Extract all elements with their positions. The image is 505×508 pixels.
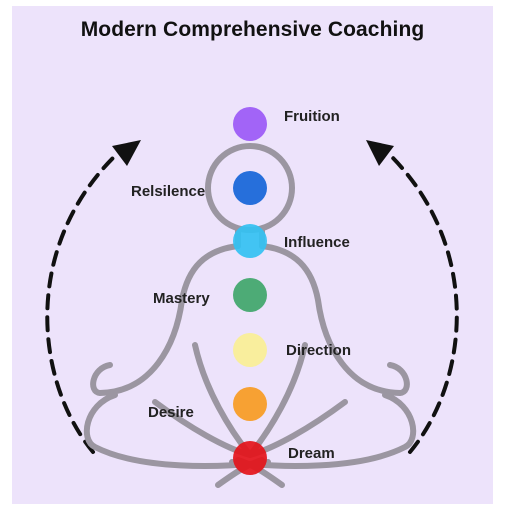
stage-label-fruition: Fruition xyxy=(284,108,340,125)
chakra-dot-mastery xyxy=(233,278,267,312)
chakra-dot-relsilence xyxy=(233,171,267,205)
stage-label-desire: Desire xyxy=(148,404,194,421)
stage-label-dream: Dream xyxy=(288,445,335,462)
dashed-arrow-right-icon xyxy=(366,140,459,454)
dashed-arrow-left-icon xyxy=(45,140,141,454)
stage-label-direction: Direction xyxy=(286,342,352,359)
chakra-dot-influence xyxy=(233,224,267,258)
stage-label-mastery: Mastery xyxy=(153,290,210,307)
chakra-dot-fruition xyxy=(233,107,267,141)
stage-label-relsilence: Relsilence xyxy=(131,183,206,200)
page-title: Modern Comprehensive Coaching xyxy=(80,18,425,41)
chakra-dot-direction xyxy=(233,333,267,367)
chakra-dot-desire xyxy=(233,387,267,421)
stage-label-influence: Influence xyxy=(284,234,350,251)
chakra-dots xyxy=(233,107,267,475)
chakra-dot-dream xyxy=(233,441,267,475)
